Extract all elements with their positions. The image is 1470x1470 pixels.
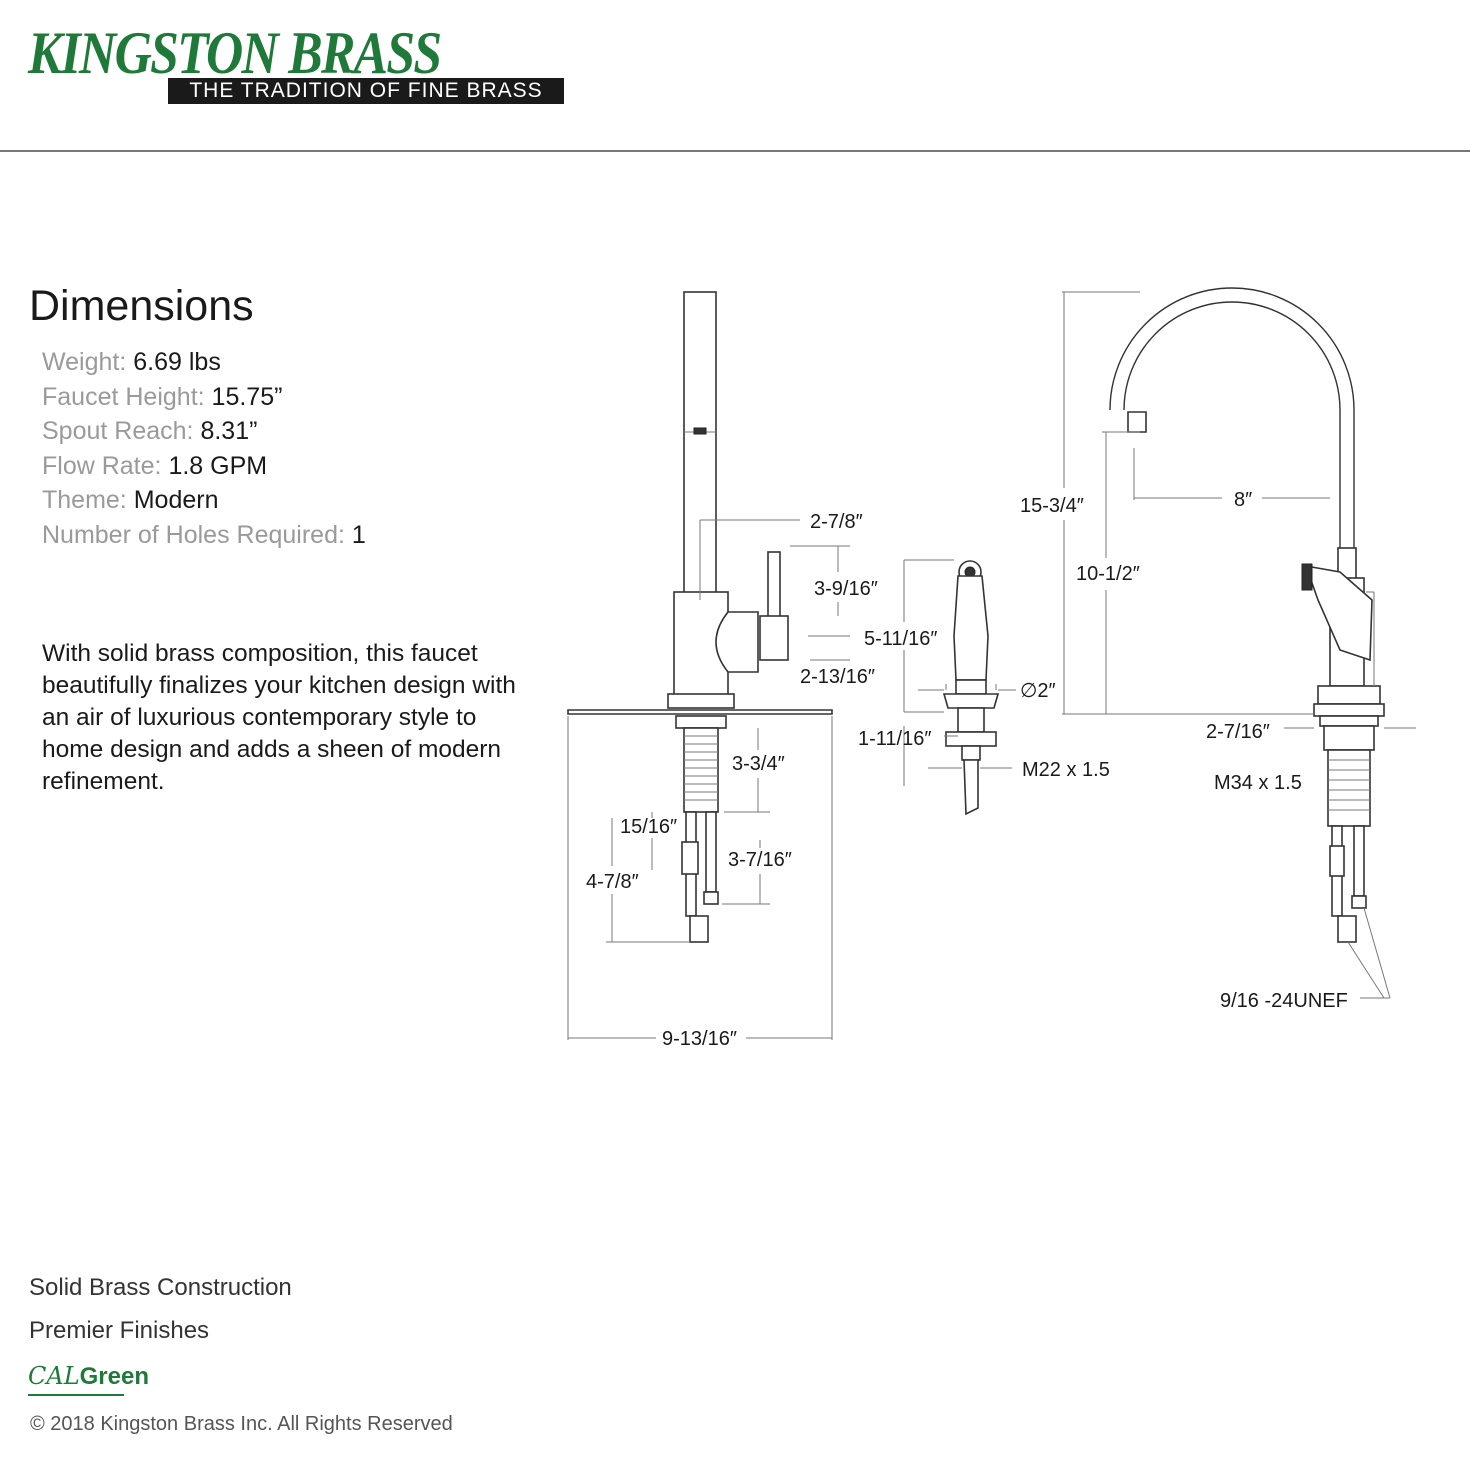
dim-base-width: 2-7/16″ — [1206, 721, 1270, 743]
brand-logo: KINGSTON BRASS — [28, 22, 507, 84]
calgreen-underline — [28, 1394, 124, 1396]
spec-label: Theme: — [42, 486, 127, 514]
dim-spout-height: 10-1/2″ — [1076, 563, 1140, 585]
dim-hose-length-a: 3-7/16″ — [728, 849, 792, 871]
dim-hose-offset: 15/16″ — [620, 816, 677, 838]
dim-spout-reach: 8″ — [1234, 489, 1252, 511]
side-view-faucet — [1062, 287, 1416, 999]
spec-value: Modern — [133, 486, 219, 514]
spec-label: Flow Rate: — [42, 451, 162, 480]
spec-flow-rate: Flow Rate: 1.8 GPM — [42, 449, 366, 484]
spec-weight: Weight: 6.69 lbs — [42, 345, 366, 380]
dim-sprayer-diameter: ∅2″ — [1020, 680, 1056, 702]
product-description: With solid brass composition, this fauce… — [42, 640, 516, 795]
dimension-labels: 2-7/8″ 3-9/16″ 5-11/16″ 2-13/16″ ∅2″ 1-1… — [586, 489, 1348, 1050]
dim-hose-thread: 9/16 -24UNEF — [1220, 990, 1348, 1012]
dim-base-thread: M34 x 1.5 — [1214, 772, 1302, 794]
spec-label: Number of Holes Required: — [42, 520, 345, 549]
dim-handle-height: 3-9/16″ — [814, 578, 878, 600]
spec-value: 8.31” — [200, 417, 258, 445]
spec-label: Faucet Height: — [42, 382, 205, 411]
dim-hose-length-b: 4-7/8″ — [586, 871, 639, 893]
spec-value: 1 — [351, 520, 366, 549]
dim-shank-length: 3-3/4″ — [732, 753, 785, 775]
calgreen-logo: CALGreen — [28, 1362, 149, 1396]
dimensions-heading: Dimensions — [29, 282, 254, 330]
front-view-faucet — [567, 291, 833, 943]
dim-sprayer-nut: 1-11/16″ — [858, 728, 931, 750]
dim-sprayer-height: 5-11/16″ — [864, 628, 937, 650]
spec-value: 1.8 GPM — [168, 451, 268, 480]
sprayer-drawing — [903, 559, 1016, 816]
dim-total-height: 15-3/4″ — [1020, 495, 1084, 517]
feature-solid-brass: Solid Brass Construction — [29, 1274, 292, 1301]
dim-plate-width: 9-13/16″ — [662, 1028, 737, 1050]
calgreen-cal: CAL — [28, 1362, 80, 1390]
spec-theme: Theme: Modern — [42, 483, 366, 518]
header-divider — [0, 150, 1470, 152]
calgreen-green: Green — [79, 1363, 150, 1390]
brand-name: KINGSTON BRASS — [28, 20, 442, 86]
dim-body-width: 2-13/16″ — [800, 666, 875, 688]
spec-value: 6.69 lbs — [133, 348, 221, 376]
dim-front-top-offset: 2-7/8″ — [810, 511, 863, 533]
spec-spout-reach: Spout Reach: 8.31” — [42, 414, 366, 449]
spec-faucet-height: Faucet Height: 15.75” — [42, 380, 366, 415]
feature-premier-finishes: Premier Finishes — [29, 1317, 210, 1344]
spec-value: 15.75” — [211, 382, 283, 411]
spec-label: Weight: — [42, 348, 127, 376]
brand-tagline: THE TRADITION OF FINE BRASS — [168, 78, 564, 104]
spec-holes: Number of Holes Required: 1 — [42, 518, 366, 553]
spec-label: Spout Reach: — [42, 417, 194, 445]
copyright-notice: © 2018 Kingston Brass Inc. All Rights Re… — [30, 1413, 453, 1435]
dim-sprayer-thread: M22 x 1.5 — [1022, 759, 1110, 781]
front-view-dimension-lines — [567, 519, 850, 1040]
spec-list: Weight: 6.69 lbs Faucet Height: 15.75” S… — [42, 345, 366, 552]
